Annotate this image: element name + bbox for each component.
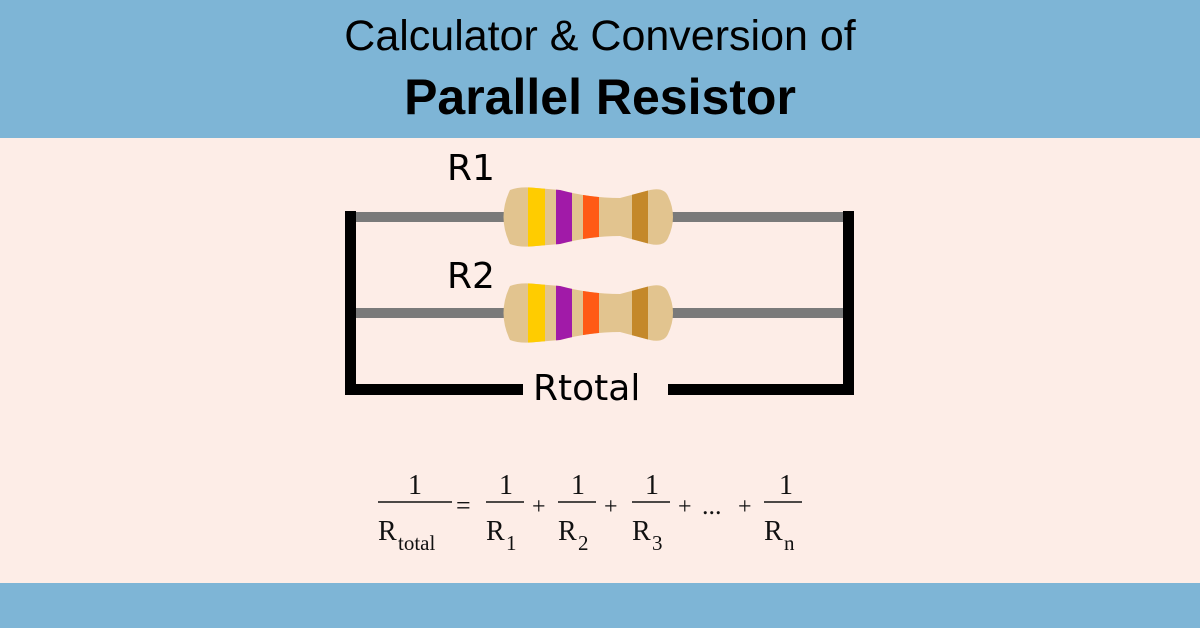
subscript-total: total xyxy=(398,531,435,555)
subscript-1: 1 xyxy=(506,531,517,555)
r2-right-lead xyxy=(672,308,848,318)
denominator-r2-R: R xyxy=(558,516,577,547)
numerator-r2: 1 xyxy=(571,470,585,501)
plus-sign-3: + xyxy=(678,494,692,520)
rtotal-label: Rtotal xyxy=(533,368,640,409)
frame-bottom-right xyxy=(668,384,854,395)
resistor-r2 xyxy=(503,283,673,343)
r2-label: R2 xyxy=(447,256,495,297)
plus-sign-4: + xyxy=(738,494,752,520)
r1-right-lead xyxy=(672,212,848,222)
numerator-rn: 1 xyxy=(779,470,793,501)
footer-banner xyxy=(0,583,1200,628)
parallel-resistance-formula: 1 R total = 1 R 1 + 1 R 2 + 1 R 3 + ... … xyxy=(378,470,802,555)
denominator-r1-R: R xyxy=(486,516,505,547)
frame-left-bar xyxy=(345,211,356,395)
plus-sign-2: + xyxy=(604,494,618,520)
resistor-r1 xyxy=(503,187,673,247)
frame-bottom-left xyxy=(345,384,523,395)
title-line-2: Parallel Resistor xyxy=(404,69,796,125)
numerator-r3: 1 xyxy=(645,470,659,501)
ellipsis: ... xyxy=(702,491,722,520)
header-banner: Calculator & Conversion of Parallel Resi… xyxy=(0,0,1200,138)
r2-left-lead xyxy=(356,308,506,318)
frame-right-bar xyxy=(843,211,854,395)
numerator-r1: 1 xyxy=(499,470,513,501)
plus-sign-1: + xyxy=(532,494,546,520)
denominator-r3-R: R xyxy=(632,516,651,547)
equals-sign: = xyxy=(456,491,471,520)
denominator-total-R: R xyxy=(378,516,397,547)
r1-label: R1 xyxy=(447,148,495,189)
subscript-2: 2 xyxy=(578,531,589,555)
subscript-3: 3 xyxy=(652,531,663,555)
subscript-n: n xyxy=(784,531,795,555)
r1-left-lead xyxy=(356,212,506,222)
numerator-total: 1 xyxy=(408,470,422,501)
title-line-1: Calculator & Conversion of xyxy=(344,12,856,60)
denominator-rn-R: R xyxy=(764,516,783,547)
